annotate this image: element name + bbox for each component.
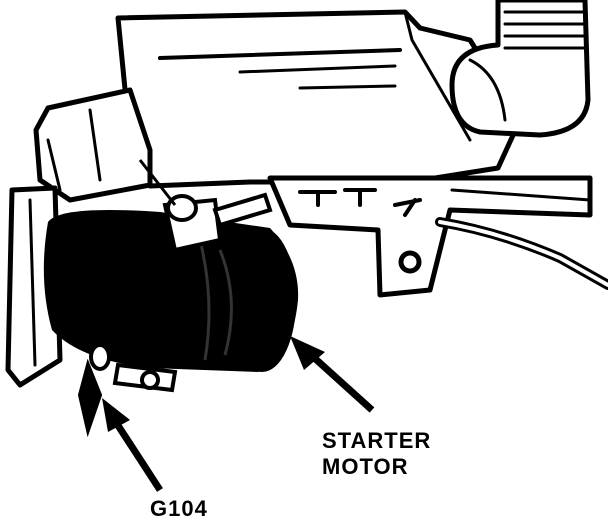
arrow-ground <box>102 398 163 492</box>
air-duct <box>33 87 153 203</box>
battery-cable <box>435 217 608 290</box>
solenoid-terminal <box>138 159 273 253</box>
ground-terminal <box>77 343 178 438</box>
starter-motor-body <box>43 209 299 372</box>
intake-elbow-pipe <box>449 0 591 138</box>
starter-label-line1: STARTER <box>322 428 432 453</box>
starter-motor-label: STARTER MOTOR <box>322 428 431 480</box>
mounting-bracket <box>267 175 593 298</box>
ground-label: G104 <box>150 496 208 521</box>
starter-label-line2: MOTOR <box>322 454 409 479</box>
arrow-starter-motor <box>290 336 375 413</box>
